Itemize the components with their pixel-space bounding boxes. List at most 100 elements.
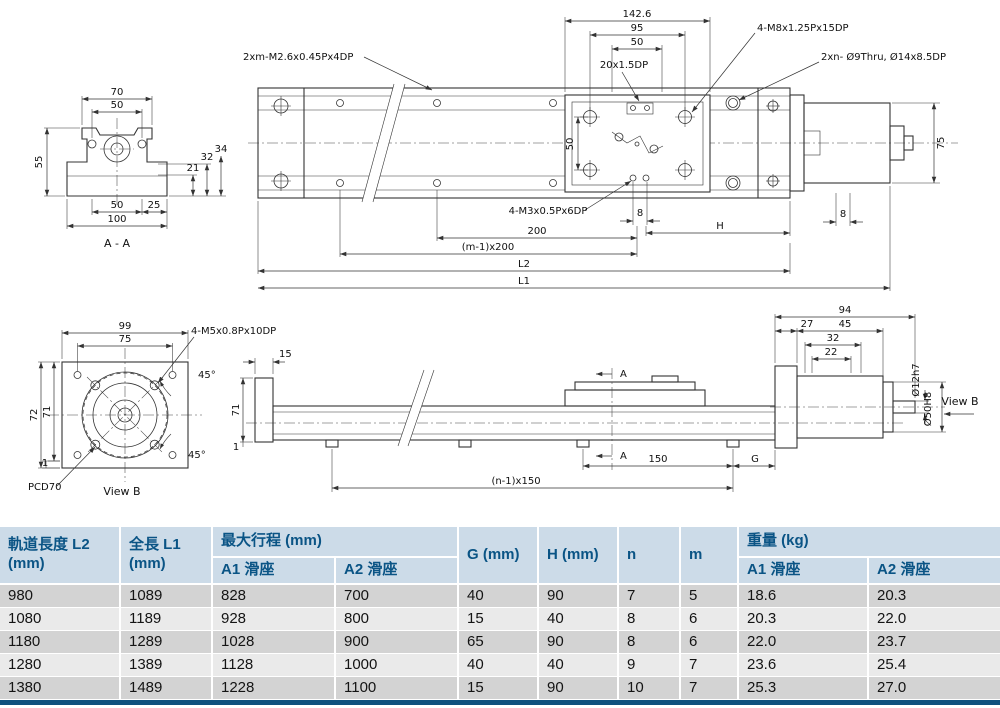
cell-weight-a1: 18.6: [738, 584, 869, 608]
cell-h: 40: [538, 607, 619, 631]
cell-stroke-a2: 1100: [335, 676, 459, 700]
header-max-stroke: 最大行程 (mm): [212, 527, 459, 558]
cell-weight-a2: 27.0: [868, 676, 1000, 700]
flange-dimensions: 99 75 4-M5x0.8Px10DP 72 71 1 45° 45° PCD…: [28, 321, 276, 493]
header-total-length: 全長 L1 (mm): [120, 527, 213, 585]
cell-g: 65: [458, 630, 539, 654]
pcd-label: PCD70: [28, 482, 61, 493]
spec-table: 軌道長度 L2 (mm) 全長 L1 (mm) 最大行程 (mm) G (mm)…: [0, 527, 1000, 700]
cell-stroke-a1: 1128: [212, 653, 336, 677]
dim-50-pitch: 50: [631, 37, 644, 48]
dim-15: 15: [279, 349, 292, 360]
cell-n: 8: [618, 630, 681, 654]
dim-75-flange: 75: [119, 334, 132, 345]
dim-carriage-50: 50: [565, 138, 576, 151]
cell-weight-a2: 22.0: [868, 607, 1000, 631]
header-m: m: [680, 527, 739, 585]
table-row: 1280 1389 1128 1000 40 40 9 7 23.6 25.4: [0, 653, 1000, 677]
header-weight-a2: A2 滑座: [868, 557, 1000, 585]
section-aa-caption: A - A: [104, 237, 130, 250]
dim-dia-50H8: Ø50H8: [922, 392, 934, 426]
dim-150: 150: [648, 454, 667, 465]
cell-total-length: 1489: [120, 676, 213, 700]
cell-h: 40: [538, 653, 619, 677]
header-n: n: [618, 527, 681, 585]
side-view: 15 A A 71 1 150 G (n-1)x150 94 27 45 32 …: [231, 305, 979, 492]
cell-rail-length: 1180: [0, 630, 121, 654]
cell-m: 7: [680, 676, 739, 700]
dim-72: 72: [29, 409, 40, 422]
carriage-side: [564, 389, 706, 407]
bottom-accent-bar: [0, 699, 1000, 705]
cell-h: 90: [538, 584, 619, 608]
cell-g: 15: [458, 607, 539, 631]
mount-hole: [725, 95, 741, 111]
section-aa-view: 70 50 55 21 32 34 50 25 100 A - A: [34, 87, 227, 250]
section-profile: [66, 127, 168, 197]
callout-rail-holes: 2xn- Ø9Thru, Ø14x8.5DP: [821, 51, 946, 63]
plan-view-dimensions: 2xm-M2.6x0.45Px4DP 142.6 95 50 4-M8x1.25…: [243, 9, 947, 291]
cell-m: 7: [680, 653, 739, 677]
cell-stroke-a2: 900: [335, 630, 459, 654]
angle-45-bottom: 45°: [188, 450, 206, 461]
dim-n1x150: (n-1)x150: [491, 476, 540, 487]
dim-71-flange: 71: [42, 406, 53, 419]
dim-G: G: [751, 454, 759, 465]
cell-stroke-a2: 800: [335, 607, 459, 631]
table-row: 1180 1289 1028 900 65 90 8 6 22.0 23.7: [0, 630, 1000, 654]
dim-100: 100: [107, 214, 126, 225]
cell-stroke-a1: 1228: [212, 676, 336, 700]
dim-50-top: 50: [111, 100, 124, 111]
drawing-area: 70 50 55 21 32 34 50 25 100 A - A: [28, 9, 979, 498]
view-b-caption: View B: [103, 485, 140, 498]
dim-32: 32: [827, 333, 840, 344]
cell-n: 9: [618, 653, 681, 677]
flange-pilot: [81, 371, 169, 459]
cell-g: 40: [458, 584, 539, 608]
dim-L1: L1: [518, 276, 530, 287]
cell-stroke-a2: 1000: [335, 653, 459, 677]
dim-34: 34: [215, 144, 228, 155]
dim-8-right: 8: [840, 209, 846, 220]
cell-h: 90: [538, 676, 619, 700]
cell-n: 7: [618, 584, 681, 608]
cell-weight-a1: 20.3: [738, 607, 869, 631]
dim-27: 27: [801, 319, 814, 330]
cell-m: 6: [680, 607, 739, 631]
dim-m1x200: (m-1)x200: [462, 242, 515, 253]
header-stroke-a2: A2 滑座: [335, 557, 459, 585]
dim-32: 32: [201, 152, 214, 163]
cell-m: 5: [680, 584, 739, 608]
cell-rail-length: 980: [0, 584, 121, 608]
dim-motor-75: 75: [936, 137, 947, 150]
callout-m3: 4-M3x0.5Px6DP: [509, 206, 588, 217]
cell-g: 40: [458, 653, 539, 677]
header-weight-a1: A1 滑座: [738, 557, 869, 585]
cell-g: 15: [458, 676, 539, 700]
callout-m8: 4-M8x1.25Px15DP: [757, 23, 849, 34]
dim-H: H: [716, 221, 724, 232]
dim-99: 99: [119, 321, 132, 332]
angle-45-top: 45°: [198, 370, 216, 381]
bolt-circle: [82, 372, 168, 458]
dim-70: 70: [111, 87, 124, 98]
section-mark-a-top: A: [620, 369, 627, 380]
table-row: 1380 1489 1228 1100 15 90 10 7 25.3 27.0: [0, 676, 1000, 700]
plan-view: 2xm-M2.6x0.45Px4DP 142.6 95 50 4-M8x1.25…: [243, 9, 958, 291]
cell-stroke-a2: 700: [335, 584, 459, 608]
dim-71-side: 71: [231, 404, 242, 417]
cell-weight-a2: 23.7: [868, 630, 1000, 654]
header-weight: 重量 (kg): [738, 527, 1000, 558]
dim-95: 95: [631, 23, 644, 34]
table-row: 1080 1189 928 800 15 40 8 6 20.3 22.0: [0, 607, 1000, 631]
flange-plate: [61, 361, 189, 469]
cell-rail-length: 1380: [0, 676, 121, 700]
dim-50-bottom: 50: [111, 200, 124, 211]
cell-total-length: 1189: [120, 607, 213, 631]
dim-L2: L2: [518, 259, 530, 270]
dim-1-flange: 1: [42, 458, 48, 469]
dim-8-left: 8: [637, 208, 643, 219]
end-plate: [254, 377, 274, 443]
cell-rail-length: 1280: [0, 653, 121, 677]
